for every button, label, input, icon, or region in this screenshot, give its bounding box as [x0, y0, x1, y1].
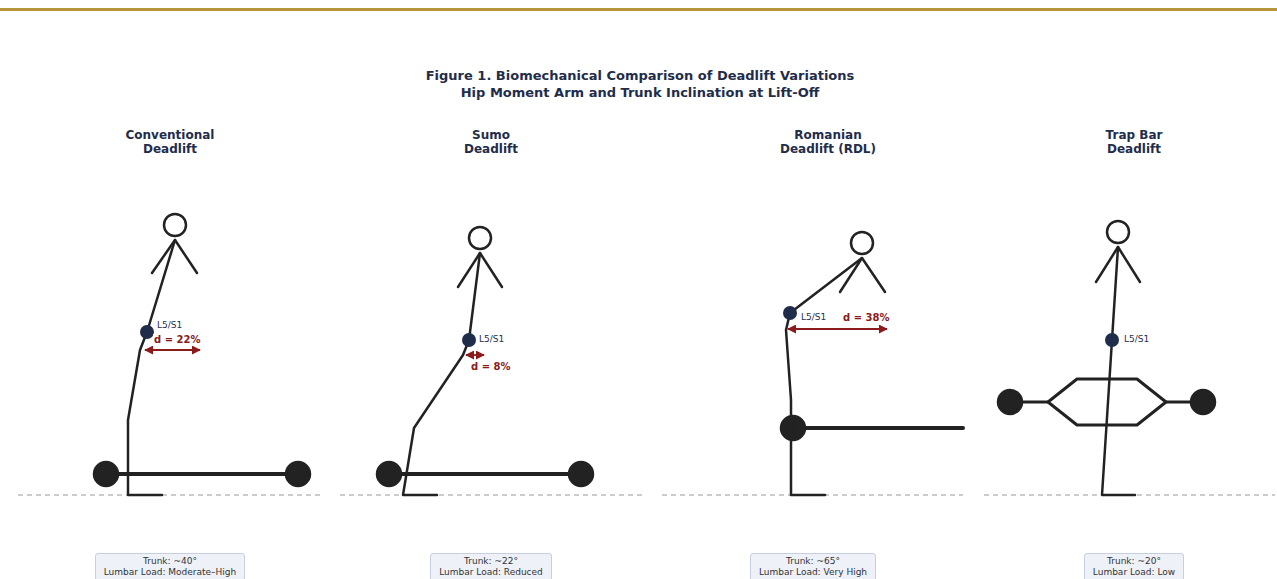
figure-subtitle: Hip Moment Arm and Trunk Inclination at … — [190, 84, 1090, 101]
moment-arm-label: d = 22% — [153, 334, 201, 346]
stick-figure-trap-bar — [998, 221, 1215, 495]
trunk-angle-text: Trunk: ~20° — [1093, 556, 1175, 567]
lumbar-load-text: Lumbar Load: Moderate–High — [104, 567, 237, 578]
caption-box: Trunk: ~20°Lumbar Load: Low — [1084, 553, 1184, 579]
joint-label: L5/S1 — [801, 312, 826, 323]
caption-box: Trunk: ~40°Lumbar Load: Moderate–High — [95, 553, 246, 579]
joint-label: L5/S1 — [157, 320, 182, 331]
caption-box: Trunk: ~65°Lumbar Load: Very High — [750, 553, 876, 579]
figure-title: Figure 1. Biomechanical Comparison of De… — [190, 67, 1090, 84]
stick-figure-rdl — [781, 232, 963, 495]
trunk-angle-text: Trunk: ~22° — [439, 556, 543, 567]
lumbar-load-text: Lumbar Load: Very High — [759, 567, 867, 578]
ground-line — [18, 495, 1275, 496]
trunk-angle-text: Trunk: ~40° — [104, 556, 237, 567]
moment-arm-arrow — [145, 329, 887, 355]
l5-s1-joint — [140, 306, 1119, 347]
trunk-angle-text: Trunk: ~65° — [759, 556, 867, 567]
column-title: Sumo Deadlift — [458, 128, 524, 156]
top-bar — [0, 8, 1277, 11]
column-title: Romanian Deadlift (RDL) — [772, 128, 884, 156]
caption-box: Trunk: ~22°Lumbar Load: Reduced — [430, 553, 552, 579]
column-title: Trap Bar Deadlift — [1096, 128, 1172, 156]
moment-arm-label: d = 8% — [470, 361, 511, 373]
column-title: Conventional Deadlift — [115, 128, 225, 156]
joint-label: L5/S1 — [479, 334, 504, 345]
moment-arm-label: d = 38% — [842, 312, 890, 324]
lumbar-load-text: Lumbar Load: Reduced — [439, 567, 543, 578]
stick-figure-sumo — [377, 227, 593, 495]
lumbar-load-text: Lumbar Load: Low — [1093, 567, 1175, 578]
stick-figure-conventional — [94, 214, 310, 495]
joint-label: L5/S1 — [1124, 334, 1149, 345]
